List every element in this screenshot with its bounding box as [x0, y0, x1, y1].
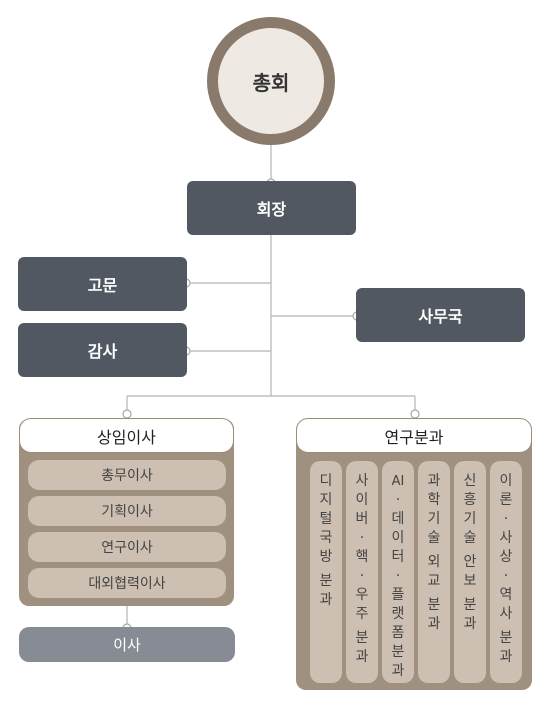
division-label-char: 분 — [319, 573, 333, 589]
division-label-char: 플 — [391, 587, 405, 603]
division-label-char: 털 — [319, 511, 333, 527]
standing-directors-header: 상임이사 — [19, 418, 234, 453]
division-label-char: AI — [391, 474, 405, 489]
division-label-char: 데 — [391, 511, 405, 527]
division-label-char: · — [503, 568, 509, 584]
division-label-char: · — [503, 511, 509, 527]
division-label-char: 디 — [319, 473, 333, 489]
connector-dot — [410, 409, 420, 419]
general-assembly-label: 총회 — [252, 70, 290, 95]
role-label: 대외협력이사 — [88, 576, 166, 592]
directors-label: 이사 — [113, 636, 141, 654]
division-label-char: 기 — [427, 511, 441, 527]
division-label-char: 이 — [355, 492, 369, 508]
chairman-label: 회장 — [256, 200, 287, 219]
division-label-char: 기 — [463, 511, 477, 527]
division-label-char: 과 — [499, 649, 513, 665]
auditor-label: 감사 — [87, 342, 118, 361]
division-label-char: · — [395, 568, 401, 584]
advisor-node: 고문 — [18, 257, 187, 311]
division-label-char: 흥 — [463, 492, 477, 508]
research-divisions-label: 연구분과 — [384, 427, 444, 447]
standing-directors-label: 상임이사 — [97, 427, 156, 447]
division-label-char: 랫 — [391, 606, 405, 622]
division-label-char: 핵 — [355, 549, 369, 565]
division-label-char: 사 — [499, 606, 513, 622]
division-label-char: 방 — [319, 549, 333, 565]
role-label: 연구이사 — [101, 540, 153, 556]
auditor-node: 감사 — [18, 323, 187, 377]
division-label-char: 과 — [427, 473, 441, 489]
role-general-affairs: 총무이사 — [28, 460, 226, 490]
division-label-char: 분 — [427, 597, 441, 613]
division-label-char: 국 — [319, 530, 333, 546]
chairman-node: 회장 — [187, 181, 356, 235]
role-planning: 기획이사 — [28, 496, 226, 526]
division-label-char: · — [359, 530, 365, 546]
division-label-char: 분 — [499, 630, 513, 646]
role-label: 총무이사 — [101, 468, 153, 484]
role-external-cooperation: 대외협력이사 — [28, 568, 226, 598]
general-assembly-node: 총회 — [207, 17, 335, 145]
division-label-char: 외 — [427, 554, 441, 570]
division-label-char: 폼 — [391, 625, 405, 641]
connector-dot — [122, 409, 132, 419]
division-label-char: 신 — [463, 473, 477, 489]
division-label-char: 사 — [355, 473, 369, 489]
division-label-char: 분 — [463, 597, 477, 613]
division-label-char: 론 — [499, 492, 513, 508]
division-label-char: 사 — [499, 530, 513, 546]
advisor-label: 고문 — [87, 276, 118, 295]
division-label-char: 버 — [355, 511, 369, 527]
division-label-char: 지 — [319, 492, 333, 508]
division-label-char: 학 — [427, 492, 441, 508]
secretariat-node: 사무국 — [356, 288, 525, 342]
secretariat-label: 사무국 — [418, 307, 463, 326]
division-label-char: 술 — [463, 530, 477, 546]
research-divisions-header: 연구분과 — [296, 418, 532, 453]
division-label-char: 이 — [391, 530, 405, 546]
division-label-char: · — [359, 568, 365, 584]
division-label-char: 과 — [463, 616, 477, 632]
division-label-char: 교 — [427, 573, 441, 589]
directors-node: 이사 — [19, 627, 235, 662]
division-label-char: 보 — [463, 573, 477, 589]
division-label-char: 이 — [499, 473, 513, 489]
division-label-char: 분 — [391, 644, 405, 660]
division-label-char: 분 — [355, 630, 369, 646]
division-label-char: 상 — [499, 549, 513, 565]
role-label: 기획이사 — [101, 504, 153, 520]
division-label-char: 과 — [391, 663, 405, 679]
role-research: 연구이사 — [28, 532, 226, 562]
division-label-char: 터 — [391, 549, 405, 565]
division-label-char: 안 — [463, 554, 477, 570]
division-label-char: 술 — [427, 530, 441, 546]
division-label-char: 역 — [499, 587, 513, 603]
division-label-char: 과 — [355, 649, 369, 665]
division-label-char: 주 — [355, 606, 369, 622]
division-label-char: 우 — [355, 587, 369, 603]
division-label-char: 과 — [427, 616, 441, 632]
division-label-char: · — [395, 492, 401, 508]
division-label-char: 과 — [319, 592, 333, 608]
